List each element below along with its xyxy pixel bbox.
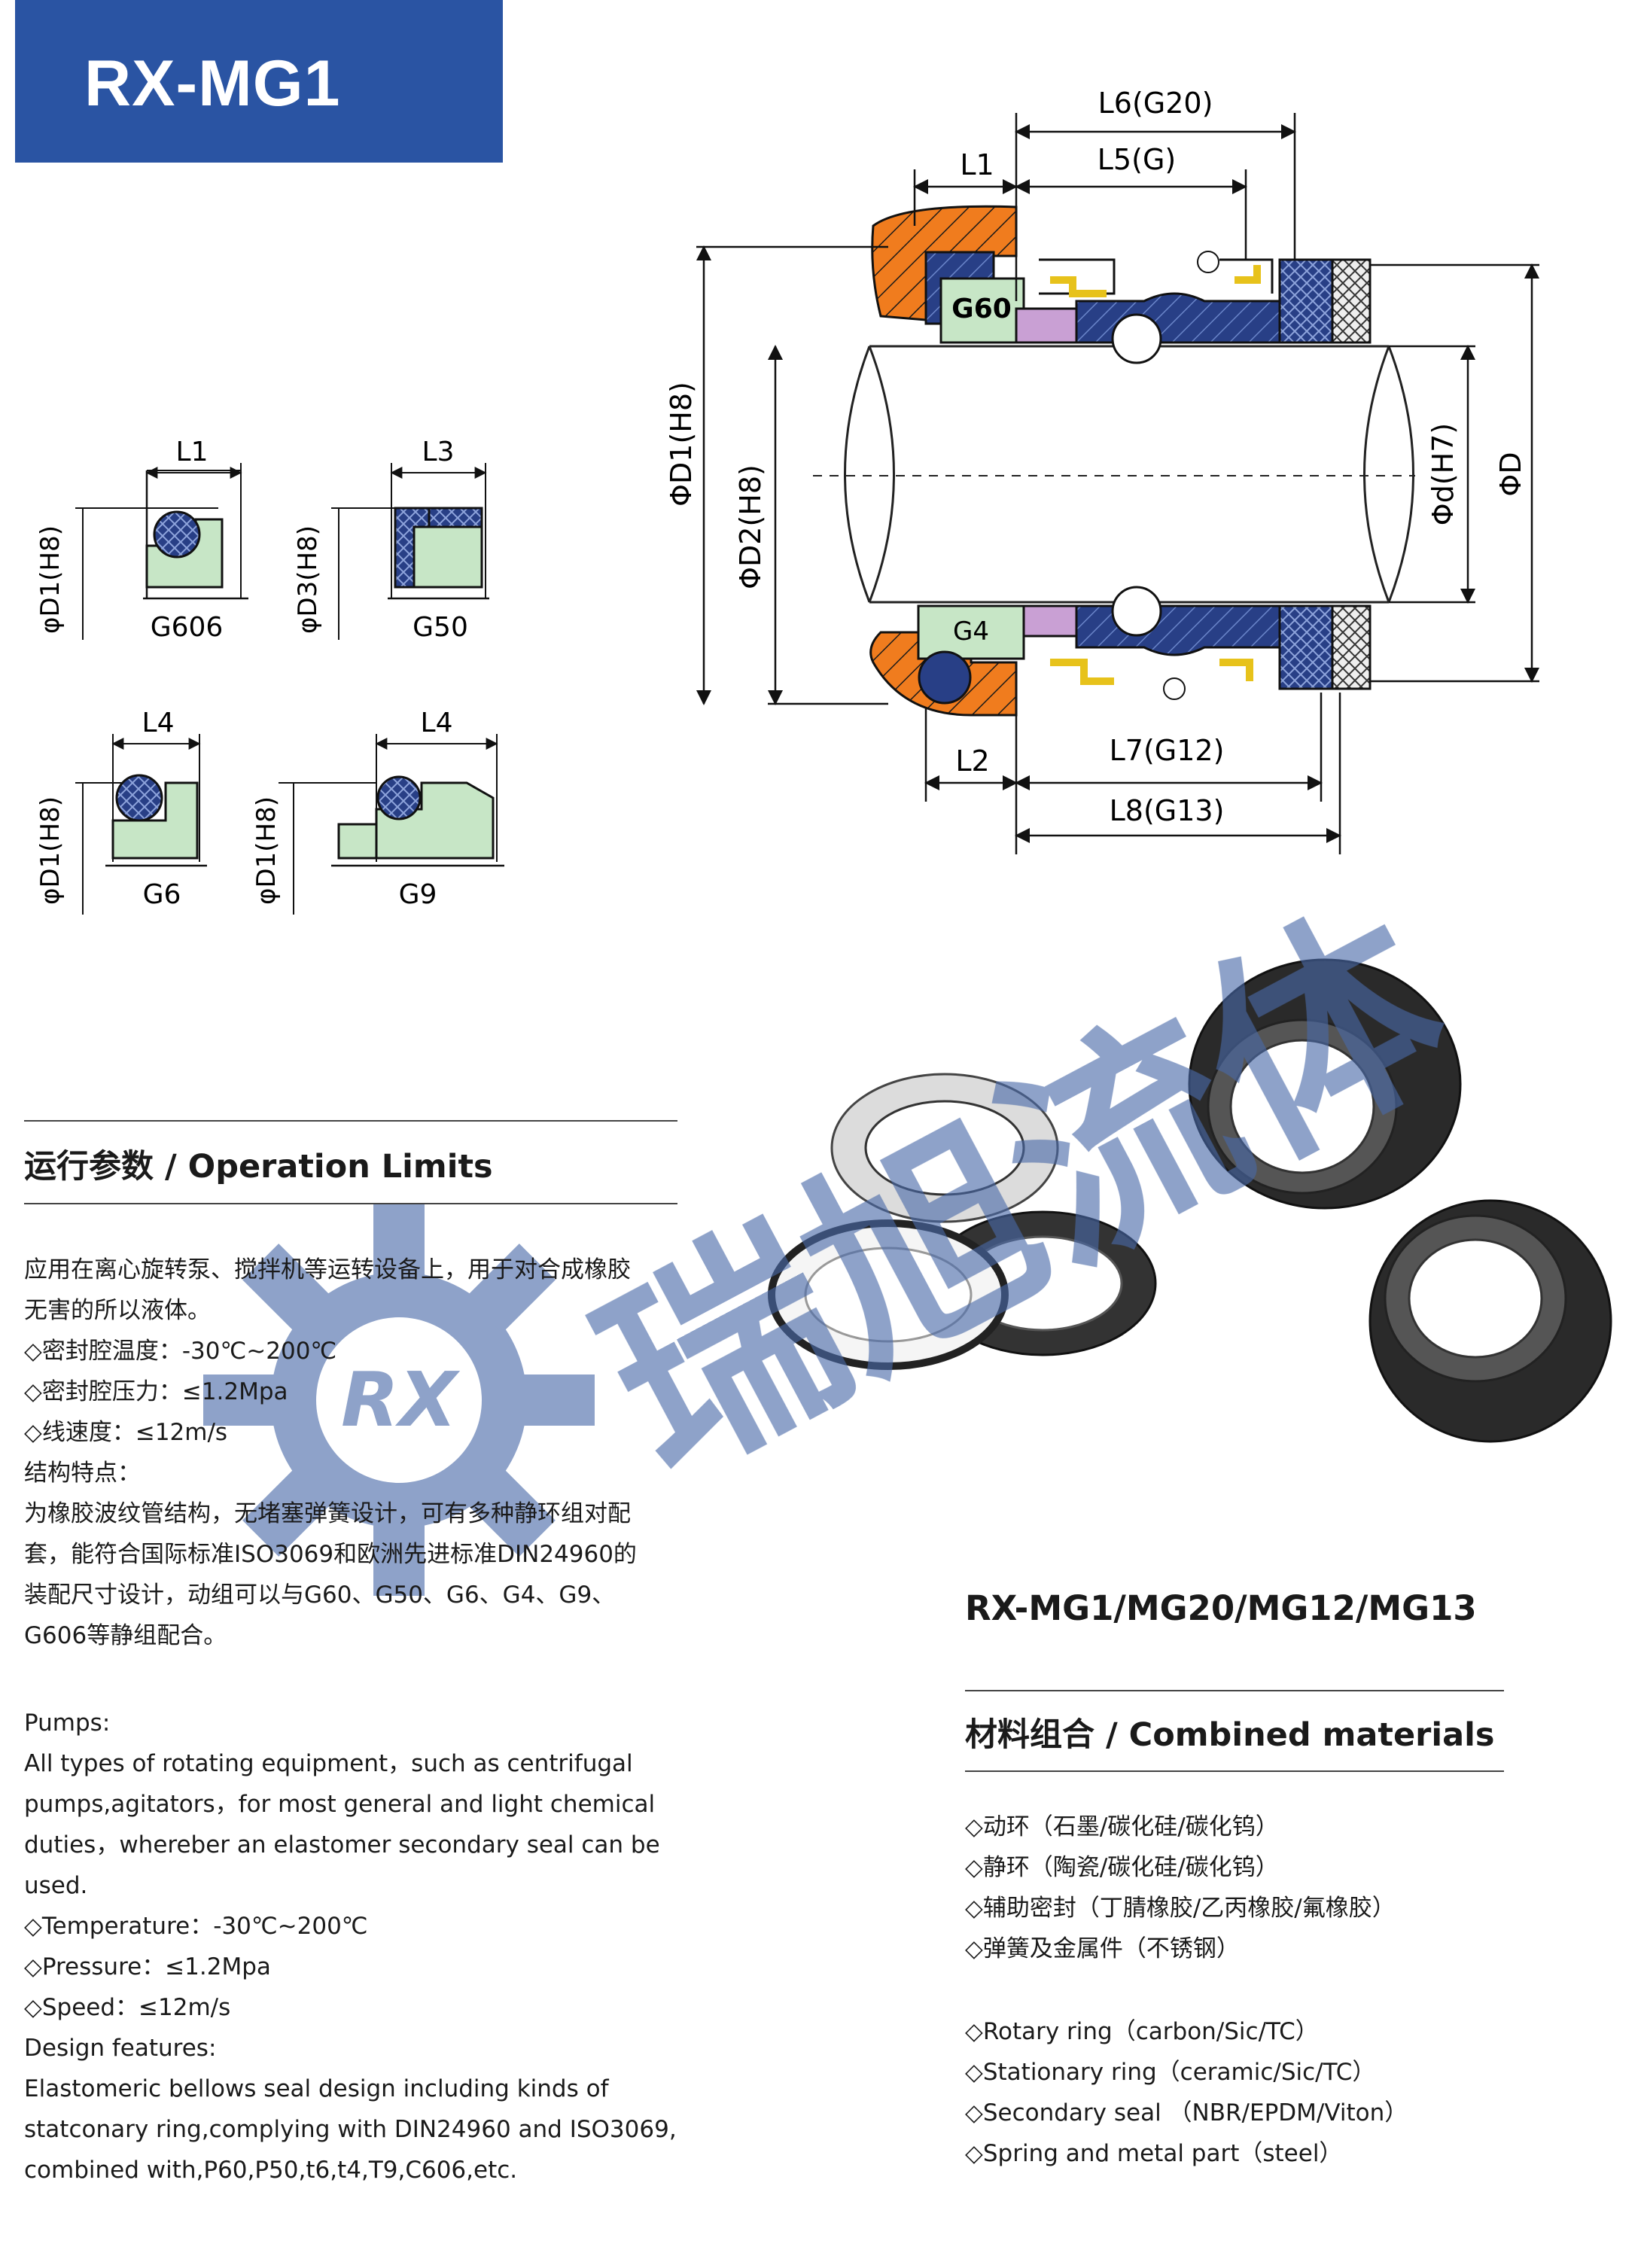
text-line: Elastomeric bellows seal design includin…: [24, 2075, 609, 2102]
divider: [965, 1770, 1504, 1772]
materials-en-text: ◇Rotary ring（carbon/Sic/TC） ◇Stationary …: [965, 2011, 1408, 2174]
shaft: [813, 345, 1415, 604]
title-banner: RX-MG1: [15, 0, 503, 163]
g6-label: G6: [143, 879, 181, 910]
text-line: 套，能符合国际标准ISO3069和欧洲先进标准DIN24960的: [24, 1541, 637, 1568]
text-line: ◇Rotary ring（carbon/Sic/TC）: [965, 2018, 1319, 2045]
g606-dia: φD1(H8): [35, 525, 65, 634]
variant-g6: L4 G6 φD1(H8): [35, 708, 207, 915]
dim-l1: L1: [960, 148, 994, 181]
variant-g606: L1 G606 φD1(H8): [35, 437, 248, 643]
dim-l5: L5(G): [1098, 143, 1176, 176]
text-line: ◇Temperature：-30℃~200℃: [24, 1913, 368, 1940]
text-line: ◇辅助密封（丁腈橡胶/乙丙橡胶/氟橡胶）: [965, 1895, 1396, 1922]
product-photo: [768, 958, 1612, 1443]
dim-D: ΦD: [1494, 452, 1527, 496]
divider: [24, 1203, 677, 1204]
g6-dia: φD1(H8): [35, 796, 65, 905]
dim-d: Φd(H7): [1426, 423, 1460, 525]
g9-dia: φD1(H8): [251, 796, 282, 905]
text-line: 结构特点：: [24, 1460, 141, 1487]
text-line: ◇弹簧及金属件（不锈钢）: [965, 1935, 1240, 1962]
dim-l6: L6(G20): [1098, 87, 1213, 120]
text-line: pumps,agitators，for most general and lig…: [24, 1791, 656, 1818]
g606-dim: L1: [176, 437, 209, 467]
g4-label: G4: [953, 616, 989, 647]
text-line: 无害的所以液体。: [24, 1297, 211, 1324]
text-line: statconary ring,complying with DIN24960 …: [24, 2116, 677, 2143]
dimension-lines: [696, 113, 1539, 854]
dim-d2: ΦD2(H8): [734, 464, 767, 589]
divider: [24, 1120, 677, 1122]
text-line: ◇密封腔压力：≤1.2Mpa: [24, 1378, 288, 1405]
dim-l8: L8(G13): [1110, 794, 1225, 827]
text-line: ◇Spring and metal part（steel）: [965, 2140, 1343, 2167]
g50-dim: L3: [422, 437, 455, 467]
text-line: used.: [24, 1872, 88, 1899]
materials-zh-text: ◇动环（石墨/碳化硅/碳化钨） ◇静环（陶瓷/碳化硅/碳化钨） ◇辅助密封（丁腈…: [965, 1807, 1396, 1969]
operation-en-text: Pumps: All types of rotating equipment，s…: [24, 1703, 677, 2190]
g6-dim: L4: [142, 708, 175, 738]
operation-zh-text: 应用在离心旋转泵、搅拌机等运转设备上，用于对合成橡胶 无害的所以液体。 ◇密封腔…: [24, 1250, 637, 1656]
text-line: ◇线速度：≤12m/s: [24, 1419, 228, 1446]
text-line: ◇Speed：≤12m/s: [24, 1994, 231, 2021]
text-line: All types of rotating equipment，such as …: [24, 1750, 633, 1777]
dim-d1: ΦD1(H8): [665, 382, 698, 507]
g606-label: G606: [151, 612, 224, 643]
text-line: 装配尺寸设计，动组可以与G60、G50、G6、G4、G9、: [24, 1582, 616, 1609]
dim-l2: L2: [955, 744, 989, 778]
variant-g9: L4 G9 φD1(H8): [251, 708, 504, 915]
materials-heading: 材料组合 / Combined materials: [965, 1716, 1495, 1754]
watermark-logo-text: RX: [341, 1356, 461, 1444]
lower-seal-section: G4: [869, 586, 1372, 717]
text-line: Pumps:: [24, 1709, 111, 1737]
text-line: 为橡胶波纹管结构，无堵塞弹簧设计，可有多种静环组对配: [24, 1500, 631, 1527]
page-title: RX-MG1: [84, 47, 341, 120]
upper-seal-section: G60: [871, 205, 1372, 364]
g9-label: G9: [399, 879, 437, 910]
text-line: ◇Pressure：≤1.2Mpa: [24, 1953, 271, 1980]
text-line: ◇静环（陶瓷/碳化硅/碳化钨）: [965, 1854, 1279, 1881]
text-line: ◇密封腔温度：-30℃~200℃: [24, 1338, 337, 1365]
g9-dim: L4: [421, 708, 453, 738]
text-line: duties，whereber an elastomer secondary s…: [24, 1831, 660, 1859]
text-line: ◇动环（石墨/碳化硅/碳化钨）: [965, 1813, 1279, 1840]
operation-heading: 运行参数 / Operation Limits: [24, 1148, 493, 1186]
g50-label: G50: [413, 612, 468, 643]
dim-l7: L7(G12): [1110, 734, 1225, 767]
text-line: G606等静组配合。: [24, 1622, 227, 1649]
g60-label: G60: [951, 294, 1012, 324]
text-line: combined with,P60,P50,t6,t4,T9,C606,etc.: [24, 2157, 518, 2184]
text-line: Design features:: [24, 2035, 217, 2062]
model-heading: RX-MG1/MG20/MG12/MG13: [965, 1588, 1477, 1628]
variant-g50: L3 G50 φD3(H8): [293, 437, 489, 643]
divider: [965, 1690, 1504, 1691]
text-line: ◇Stationary ring（ceramic/Sic/TC）: [965, 2059, 1376, 2086]
g50-dia: φD3(H8): [293, 525, 323, 634]
text-line: ◇Secondary seal （NBR/EPDM/Viton）: [965, 2099, 1408, 2126]
text-line: 应用在离心旋转泵、搅拌机等运转设备上，用于对合成橡胶: [24, 1256, 631, 1283]
